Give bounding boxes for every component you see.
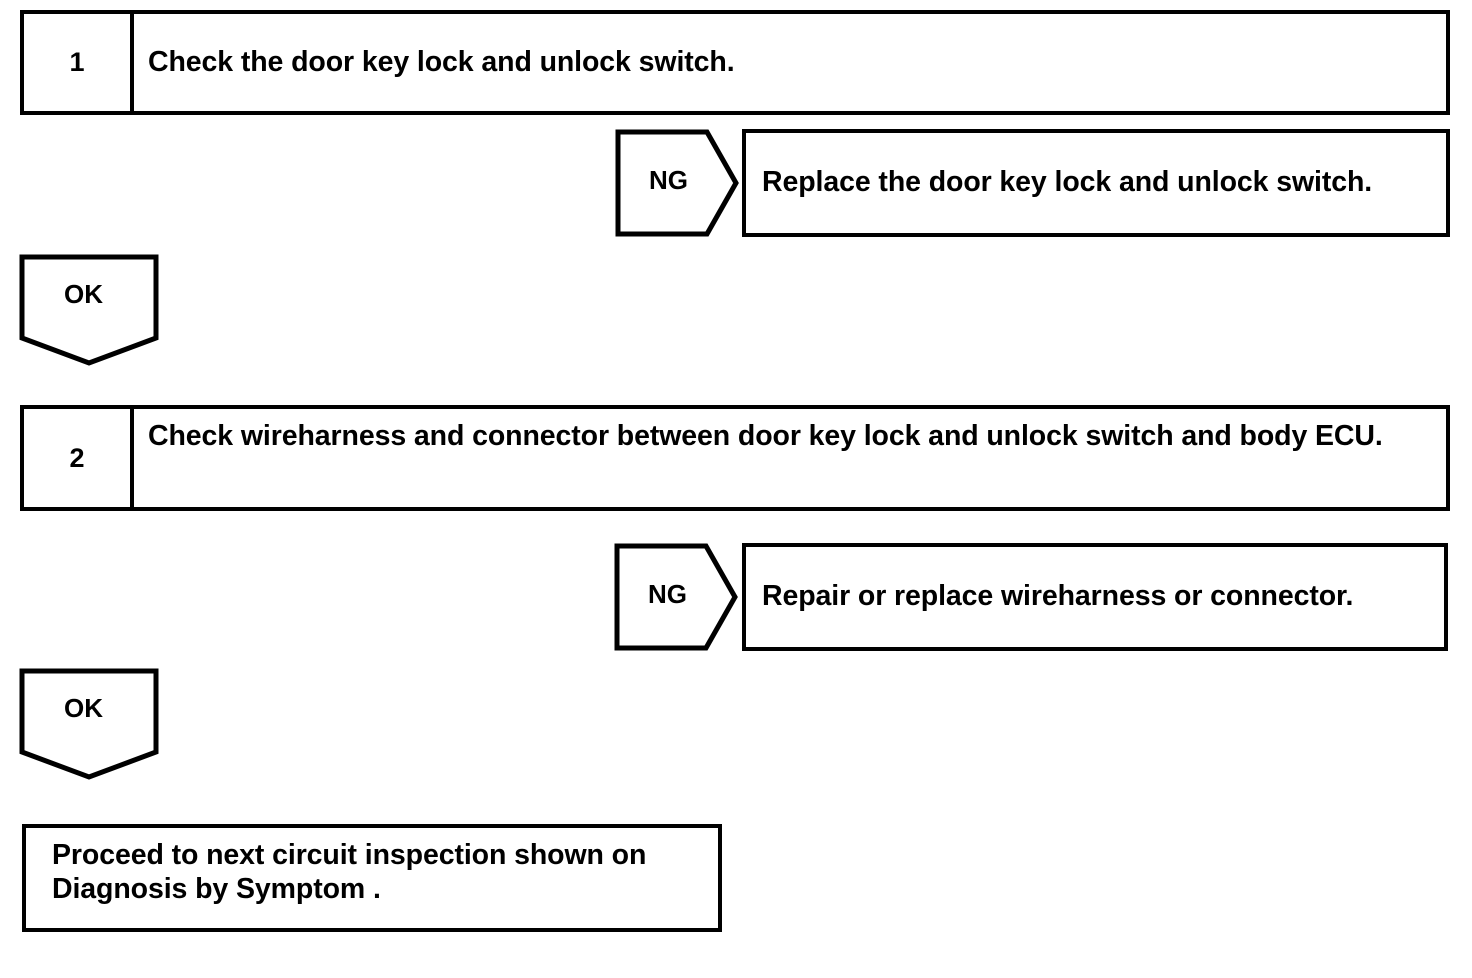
step-instruction-2: Check wireharness and connector between … (148, 420, 1383, 452)
ng-arrow-2: NG (614, 543, 738, 651)
final-outcome-box: Proceed to next circuit inspection shown… (22, 824, 722, 932)
ng-result-text-2: Repair or replace wireharness or connect… (762, 580, 1354, 613)
step-number-cell-2: 2 (24, 409, 134, 507)
step-box-1: 1 Check the door key lock and unlock swi… (20, 10, 1450, 115)
ng-result-text-1: Replace the door key lock and unlock swi… (762, 166, 1373, 199)
ok-arrow-2: OK (19, 668, 159, 780)
ng-result-box-2: Repair or replace wireharness or connect… (742, 543, 1448, 651)
step-text-cell-2: Check wireharness and connector between … (134, 409, 1446, 507)
ng-arrow-1: NG (615, 129, 739, 237)
step-box-2: 2 Check wireharness and connector betwee… (20, 405, 1450, 511)
final-outcome-text: Proceed to next circuit inspection shown… (52, 839, 646, 906)
step-text-cell-1: Check the door key lock and unlock switc… (134, 14, 1446, 111)
step-number-cell-1: 1 (24, 14, 134, 111)
step-instruction-1: Check the door key lock and unlock switc… (148, 45, 735, 78)
final-outcome-line-2: Diagnosis by Symptom . (52, 872, 381, 905)
ng-result-box-1: Replace the door key lock and unlock swi… (742, 129, 1450, 237)
ok-arrow-1: OK (19, 254, 159, 366)
step-number-2: 2 (69, 442, 85, 473)
step-number-1: 1 (69, 47, 85, 77)
final-outcome-line-1: Proceed to next circuit inspection shown… (52, 839, 647, 871)
